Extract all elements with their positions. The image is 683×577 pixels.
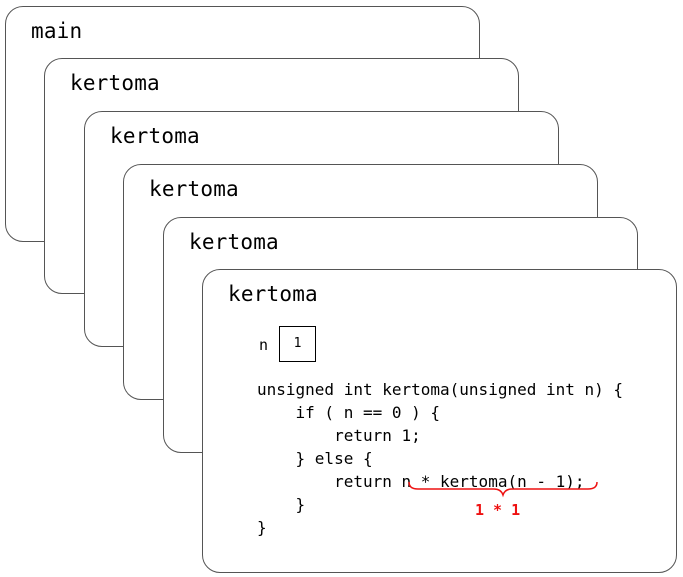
code-line: return 1; [257, 426, 421, 445]
code-line: unsigned int kertoma(unsigned int n) { [257, 380, 624, 399]
frame-title: kertoma [70, 71, 160, 95]
underbrace-icon [408, 481, 598, 498]
code-line: if ( n == 0 ) { [257, 403, 441, 422]
stack-frame-kertoma-active: kertoma n 1 unsigned int kertoma(unsigne… [202, 269, 677, 573]
code-line: } else { [257, 449, 373, 468]
frame-title: kertoma [228, 282, 318, 306]
code-line: return n * kertoma(n - 1); [257, 472, 585, 491]
variable-name-n: n [259, 336, 269, 354]
frame-title: main [31, 19, 83, 43]
frame-title: kertoma [189, 230, 279, 254]
variable-value-box: 1 [279, 326, 316, 362]
code-line: } [257, 518, 267, 537]
frame-title: kertoma [110, 124, 200, 148]
frame-title: kertoma [149, 177, 239, 201]
code-block: unsigned int kertoma(unsigned int n) { i… [257, 378, 623, 539]
evaluation-annotation: 1 * 1 [475, 501, 521, 519]
code-line: } [257, 495, 306, 514]
